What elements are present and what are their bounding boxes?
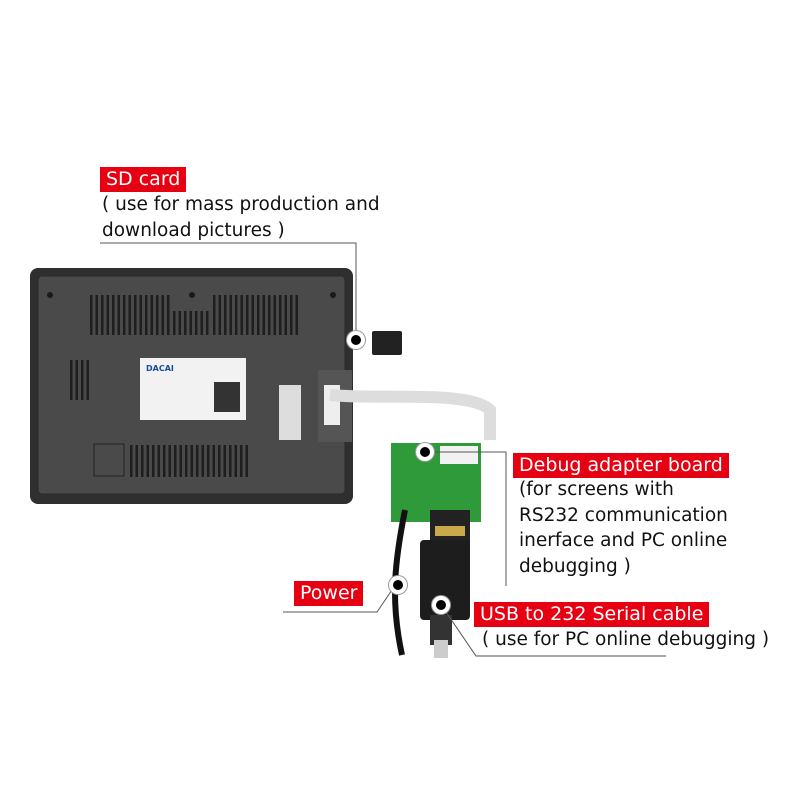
vent-slot [150, 295, 153, 335]
vent-slot [179, 445, 182, 477]
vent-slot [135, 445, 138, 477]
vent-slot [90, 295, 93, 335]
sd-card-desc-1: ( use for mass production and [102, 194, 380, 215]
vent-slot [224, 295, 227, 335]
vent-slot [106, 295, 109, 335]
usb-cable-label: USB to 232 Serial cable [474, 602, 710, 627]
vent-slot [123, 295, 126, 335]
vent-slot [184, 311, 187, 335]
debug-board-marker [416, 443, 434, 461]
vent-slot [95, 295, 98, 335]
vent-slot [206, 311, 209, 335]
debug-board-desc-3: inerface and PC online [519, 530, 728, 551]
usb-cable-desc: ( use for PC online debugging ) [482, 629, 770, 650]
vent-slot [251, 295, 254, 335]
leader-lines [100, 242, 666, 657]
vent-slot [130, 445, 133, 477]
vent-slot [128, 295, 131, 335]
vent-slot [195, 311, 198, 335]
vent-slot [279, 295, 282, 335]
vent-slot [229, 445, 232, 477]
vent-slot [213, 295, 216, 335]
vent-slot [141, 445, 144, 477]
vent-slot [290, 295, 293, 335]
display-device-back: DACAI [30, 268, 496, 504]
vent-slot [152, 445, 155, 477]
vent-slot [101, 295, 104, 335]
vent-slot [295, 295, 298, 335]
vent-slot [257, 295, 260, 335]
vent-slot [234, 445, 237, 477]
sd-card-desc-2: download pictures ) [102, 220, 285, 241]
power-marker [389, 576, 407, 594]
vent-slot [75, 360, 78, 400]
vent-slot [284, 295, 287, 335]
debug-board-desc-1: (for screens with [519, 479, 674, 500]
vent-slot [207, 445, 210, 477]
sd-card-marker [347, 331, 365, 349]
power-label: Power [294, 581, 364, 606]
vent-slot [218, 445, 221, 477]
sd-card-label: SD card [100, 167, 187, 192]
vent-slot [139, 295, 142, 335]
vent-slot [262, 295, 265, 335]
vent-slot [70, 360, 73, 400]
vent-slot [240, 295, 243, 335]
vent-slot [189, 311, 192, 335]
vent-slot [81, 360, 84, 400]
vent-slot [161, 295, 164, 335]
debug-adapter-board [391, 443, 481, 658]
vent-slot [117, 295, 120, 335]
vent-slot [218, 295, 221, 335]
vent-slot [163, 445, 166, 477]
vent-slot [196, 445, 199, 477]
vent-slot [134, 295, 137, 335]
vent-slot [240, 445, 243, 477]
vent-slot [174, 445, 177, 477]
vent-slot [156, 295, 159, 335]
vent-slot [268, 295, 271, 335]
vent-slot [190, 445, 193, 477]
vent-slot [200, 311, 203, 335]
vent-slot [145, 295, 148, 335]
debug-board-label: Debug adapter board [513, 453, 729, 478]
vent-slot [235, 295, 238, 335]
debug-board-desc-4: debugging ) [519, 556, 631, 577]
vent-slot [167, 295, 170, 335]
sd-card-icon [372, 331, 402, 355]
vent-slot [201, 445, 204, 477]
vent-slot [245, 445, 248, 477]
vent-slot [223, 445, 226, 477]
vent-slot [178, 311, 181, 335]
debug-board-desc-2: RS232 communication [519, 505, 728, 526]
vent-slot [146, 445, 149, 477]
vent-slot [112, 295, 115, 335]
vent-slot [246, 295, 249, 335]
vent-slot [273, 295, 276, 335]
usb-cable-marker [432, 596, 450, 614]
vent-slot [86, 360, 89, 400]
vent-slot [185, 445, 188, 477]
vent-slot [173, 311, 176, 335]
brand-logo: DACAI [146, 364, 174, 373]
vent-slot [168, 445, 171, 477]
vent-slot [229, 295, 232, 335]
vent-slot [212, 445, 215, 477]
vent-slot [157, 445, 160, 477]
